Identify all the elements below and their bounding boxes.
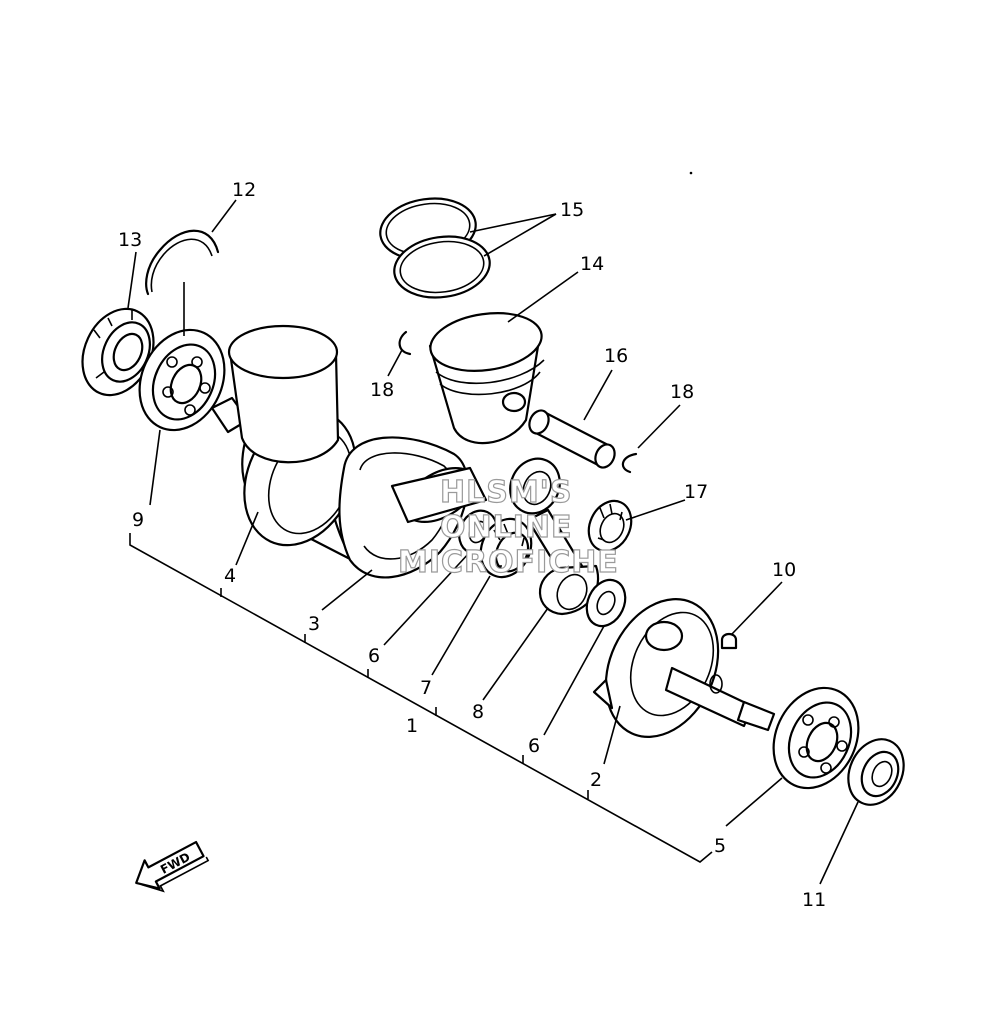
needle-bearing-7	[479, 517, 533, 579]
callout-3: 3	[308, 613, 320, 635]
watermark-line-1: HLSM'S	[440, 475, 572, 510]
callout-16: 16	[604, 345, 628, 367]
callout-1: 1	[406, 715, 418, 737]
callout-14: 14	[580, 253, 604, 275]
callout-6b: 6	[528, 735, 540, 757]
watermark-line-3: MICROFICHE	[398, 545, 619, 580]
woodruff-key-10	[720, 632, 738, 650]
assembly-bracket-1	[129, 533, 713, 863]
oil-seal-11	[847, 738, 905, 806]
bearing-5	[772, 686, 860, 790]
callout-17: 17	[684, 481, 708, 503]
small-end-bearing-17	[587, 499, 633, 553]
callout-10: 10	[772, 559, 796, 581]
piston-rings-15	[379, 197, 491, 299]
callout-labels: 1 2 3 4 5 6 6 7 8 9 10 11 12 13 14 15 16…	[118, 179, 826, 911]
callout-5: 5	[714, 835, 726, 857]
connecting-rod-8	[509, 457, 600, 616]
circlip-18a	[398, 330, 412, 356]
piston-14	[428, 312, 545, 445]
oil-seal-13	[81, 307, 155, 397]
fwd-arrow: FWD	[135, 840, 210, 893]
crankshaft-right-half-2	[592, 598, 776, 738]
bearing-9	[138, 328, 226, 432]
crank-web-3	[338, 436, 488, 579]
circlip-18b	[621, 452, 638, 474]
callout-18a: 18	[370, 379, 394, 401]
watermark-line-2: ONLINE	[440, 510, 573, 545]
callout-7: 7	[420, 677, 432, 699]
callout-18b: 18	[670, 381, 694, 403]
callout-2: 2	[590, 769, 602, 791]
callout-12: 12	[232, 179, 256, 201]
circlip-12	[145, 229, 220, 296]
callout-11: 11	[802, 889, 826, 911]
piston-cylinder-left	[227, 324, 340, 464]
piston-pin-16	[528, 409, 616, 469]
thrust-washer-6b	[585, 578, 627, 628]
leader-lines	[127, 199, 859, 885]
callout-6a: 6	[368, 645, 380, 667]
callout-8: 8	[472, 701, 484, 723]
callout-9: 9	[132, 509, 144, 531]
callout-4: 4	[224, 565, 236, 587]
speck	[689, 171, 693, 175]
callout-13: 13	[118, 229, 142, 251]
callout-15: 15	[560, 199, 584, 221]
watermark: HLSM'S ONLINE MICROFICHE	[397, 474, 619, 580]
